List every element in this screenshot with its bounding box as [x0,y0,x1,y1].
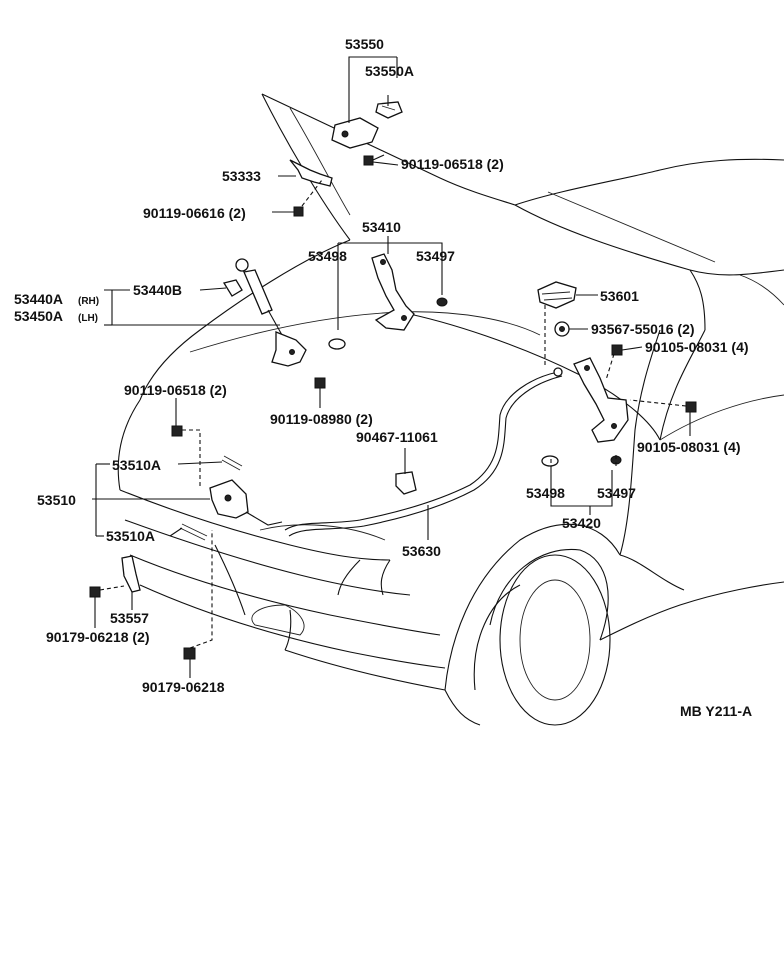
label-53498-bottom: 53498 [526,485,565,501]
label-53440A-side: (RH) [78,296,99,307]
part-53440A-damper [235,258,307,367]
label-53420: 53420 [562,515,601,531]
label-53450A: 53450A [14,308,63,324]
part-53440B-icon [222,279,243,297]
nut-93567-55016-icon [554,321,570,337]
label-90119-08980: 90119-08980 (2) [270,411,373,427]
part-53420-hinge [573,357,629,443]
label-53510: 53510 [37,492,76,508]
bolt-90105-upper-icon [611,344,623,356]
label-90119-06518-top: 90119-06518 (2) [401,156,504,172]
label-53510A-lower: 53510A [106,528,155,544]
label-53510A-upper: 53510A [112,457,161,473]
label-53497-top: 53497 [416,248,455,264]
label-53440B: 53440B [133,282,182,298]
part-53601 [537,281,577,309]
leader-lines [92,56,691,678]
label-53550A: 53550A [365,63,414,79]
label-53410: 53410 [362,219,401,235]
bolt-90105-lower-icon [685,401,697,413]
pad-53498-bottom-icon [541,455,559,467]
label-93567-55016: 93567-55016 (2) [591,321,695,337]
part-53550 [331,117,379,149]
cable-53630 [284,367,563,537]
label-53497-bottom: 53497 [597,485,636,501]
label-90119-06518-mid: 90119-06518 (2) [124,382,227,398]
pad-53498-top-icon [328,338,346,350]
bolt-90119-06518-top-icon [363,154,385,166]
label-90105-08031-lower: 90105-08031 (4) [637,439,741,455]
label-53498-top: 53498 [308,248,347,264]
label-53630: 53630 [402,543,441,559]
label-53440A: 53440A [14,291,63,307]
part-53510-hood-lock [179,455,283,541]
bolt-90179-06218-pair-icon [89,586,101,598]
diagram-code: MB Y211-A [680,703,752,719]
bolt-90119-06616-icon [293,206,304,217]
clamp-90467-11061-icon [395,471,417,495]
label-53557: 53557 [110,610,149,626]
label-90467-11061: 90467-11061 [356,429,438,445]
label-90105-08031-upper: 90105-08031 (4) [645,339,749,355]
bolt-90119-08980-icon [314,377,326,389]
bolt-90119-06518-mid-icon [171,425,183,437]
label-90119-06616: 90119-06616 (2) [143,205,246,221]
pad-53497-top-icon [436,297,448,307]
car-body-outline [117,93,784,726]
label-53333: 53333 [222,168,261,184]
label-90179-06218: 90179-06218 [142,679,225,695]
label-53601: 53601 [600,288,639,304]
part-53410-hinge [371,253,415,331]
bolt-90179-06218-icon [183,647,196,660]
part-53557 [121,555,141,593]
label-53450A-side: (LH) [78,313,98,324]
label-53550: 53550 [345,36,384,52]
part-53333 [289,159,333,187]
part-53550A [375,101,403,119]
label-90179-06218-pair: 90179-06218 (2) [46,629,150,645]
